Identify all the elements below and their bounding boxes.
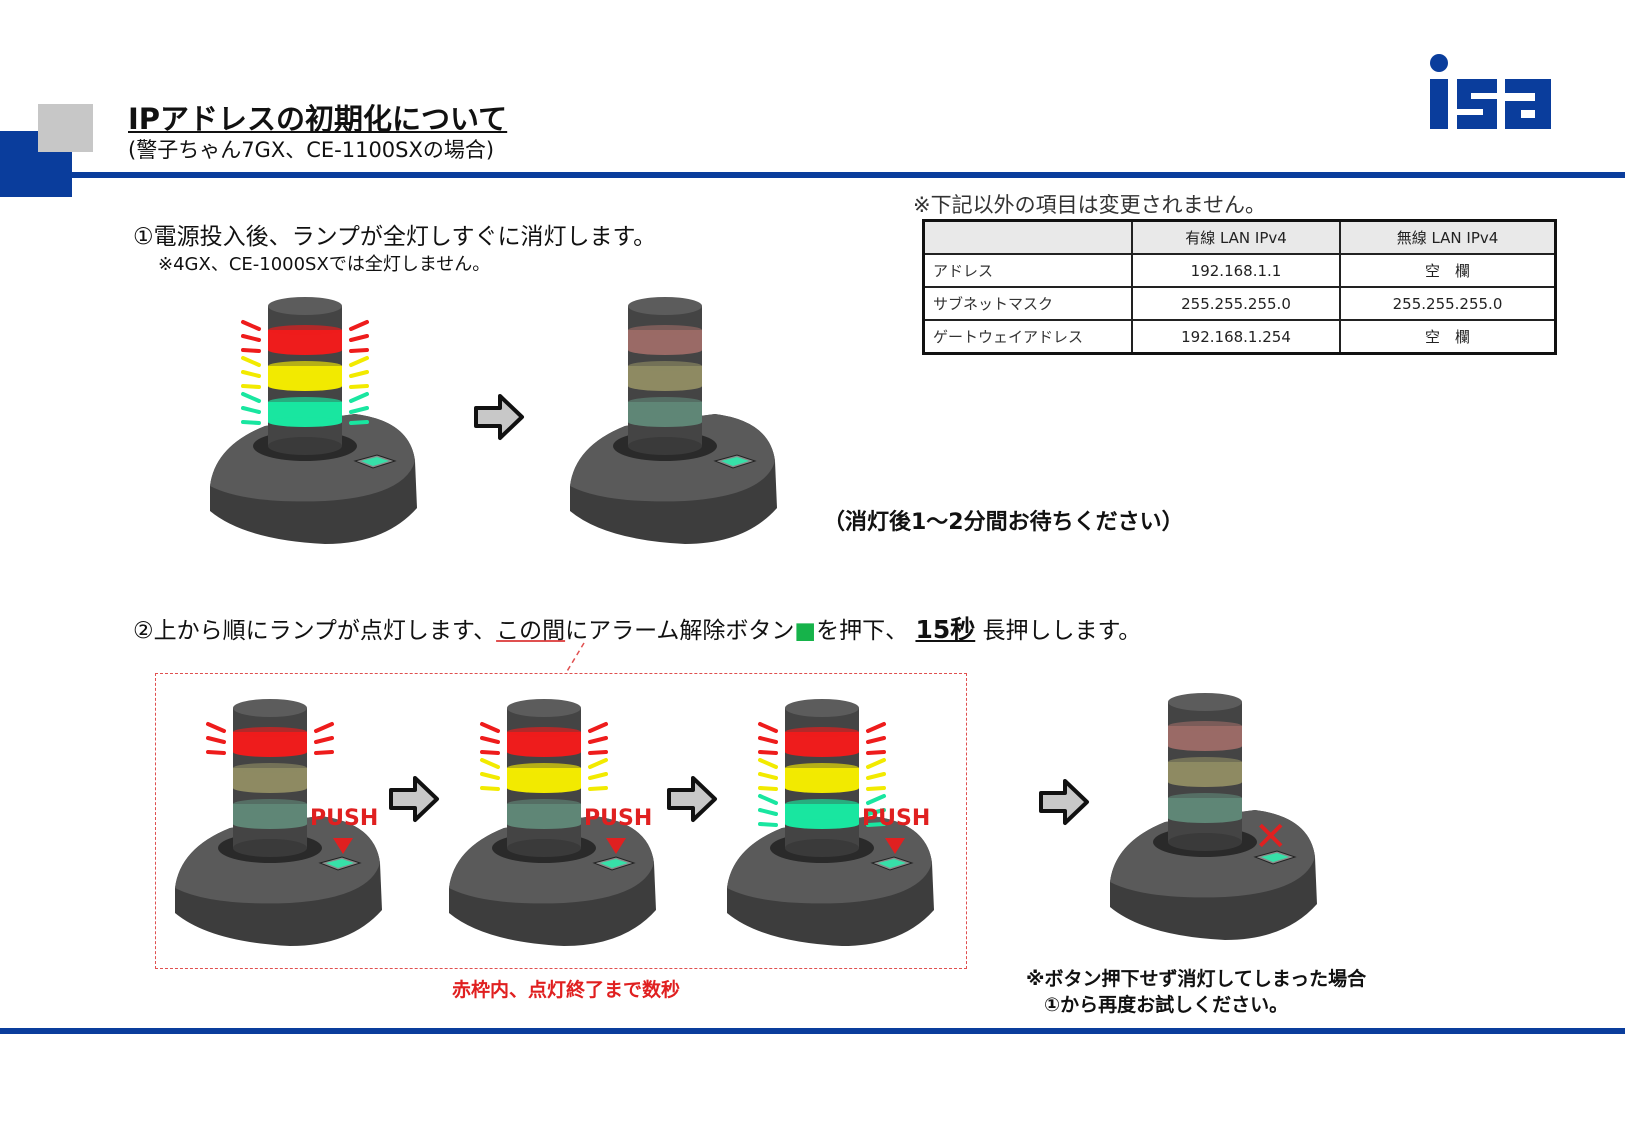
glow-icon	[241, 320, 369, 353]
step2-text: ②上から順にランプが点灯します、この間にアラーム解除ボタン■を押下、 15秒 長…	[133, 610, 1141, 646]
lamp-green-off	[628, 397, 702, 427]
table-cell: 192.168.1.254	[1131, 319, 1341, 355]
fail-note-line1: ※ボタン押下せず消灯してしまった場合	[1026, 968, 1367, 990]
glow-icon	[241, 356, 369, 389]
push-pointer-icon	[606, 838, 626, 854]
signal-tower-all-on	[210, 297, 417, 544]
arrow-right-icon	[474, 394, 524, 440]
lamp-yellow-on	[507, 763, 581, 793]
lamp-red-off	[1168, 721, 1242, 751]
glow-icon	[758, 758, 886, 791]
arrow-right-icon	[389, 776, 439, 822]
signal-tower-red-yellow-green	[727, 699, 934, 946]
green-square-icon: ■	[794, 618, 817, 644]
glow-icon	[480, 722, 608, 755]
isa-logo: isa	[1430, 54, 1551, 136]
push-pointer-icon	[885, 838, 905, 854]
logo-text: isa	[1495, 134, 1497, 136]
signal-tower-off-final	[1110, 693, 1317, 940]
step2-part2: にアラーム解除ボタン	[565, 618, 795, 644]
page-subtitle: (警子ちゃん7GX、CE-1100SXの場合)	[128, 138, 495, 162]
step2-part4: 長押しします。	[975, 618, 1142, 644]
red-box-caption: 赤枠内、点灯終了まで数秒	[452, 979, 681, 1001]
glow-icon	[758, 722, 886, 755]
lamp-red-on	[233, 727, 307, 757]
table-row: アドレス 192.168.1.1 空 欄	[922, 253, 1557, 288]
lamp-yellow-off	[233, 763, 307, 793]
header-gray-block	[38, 104, 93, 152]
red-dashed-box	[155, 673, 967, 969]
lamp-red-off	[628, 325, 702, 355]
lamp-green-off	[507, 799, 581, 829]
lamp-green-off	[1168, 793, 1242, 823]
table-cell: ゲートウェイアドレス	[922, 319, 1133, 355]
fail-note-line2: ①から再度お試しください。	[1044, 993, 1289, 1016]
push-pointer-icon	[333, 838, 353, 854]
header-rule	[72, 172, 1625, 178]
cross-icon: ✕	[1254, 814, 1288, 860]
table-cell: 空 欄	[1339, 319, 1557, 355]
page-title: IPアドレスの初期化について	[128, 102, 508, 136]
wait-note: （消灯後1～2分間お待ちください）	[823, 510, 1184, 535]
settings-table: 有線 LAN IPv4 無線 LAN IPv4 アドレス 192.168.1.1…	[922, 219, 1557, 355]
table-cell: 192.168.1.1	[1131, 253, 1341, 288]
table-cell: アドレス	[922, 253, 1133, 288]
arrow-right-icon	[667, 776, 717, 822]
lamp-green-off	[233, 799, 307, 829]
table-cell: サブネットマスク	[922, 286, 1133, 321]
table-cell: 255.255.255.0	[1131, 286, 1341, 321]
step2-seconds: 15秒	[915, 615, 976, 644]
push-label: PUSH	[584, 806, 653, 831]
table-header-row: 有線 LAN IPv4 無線 LAN IPv4	[922, 219, 1557, 255]
lamp-yellow-on	[785, 763, 859, 793]
lamp-red-on	[507, 727, 581, 757]
lamp-red-on	[268, 325, 342, 355]
table-cell: 空 欄	[1339, 253, 1557, 288]
signal-tower-red	[175, 699, 382, 946]
arrow-right-icon	[1039, 779, 1089, 825]
step2-part3: を押下、	[816, 618, 916, 644]
step2-part1: ②上から順にランプが点灯します、	[133, 618, 497, 644]
footer-rule	[0, 1028, 1625, 1034]
table-header-cell: 有線 LAN IPv4	[1131, 219, 1341, 255]
signal-tower-red-yellow	[449, 699, 656, 946]
glow-icon	[206, 722, 334, 755]
table-row: サブネットマスク 255.255.255.0 255.255.255.0	[922, 286, 1557, 321]
lamp-yellow-off	[1168, 757, 1242, 787]
lamp-green-on	[785, 799, 859, 829]
table-header-cell: 無線 LAN IPv4	[1339, 219, 1557, 255]
glow-icon	[758, 794, 886, 827]
callout-line	[565, 642, 585, 674]
glow-icon	[241, 392, 369, 425]
step2-emphasis: この間	[496, 618, 566, 644]
lamp-yellow-on	[268, 361, 342, 391]
table-row: ゲートウェイアドレス 192.168.1.254 空 欄	[922, 319, 1557, 355]
table-header-cell	[922, 219, 1133, 255]
push-label: PUSH	[310, 806, 379, 831]
push-label: PUSH	[862, 806, 931, 831]
step1-text: ①電源投入後、ランプが全灯しすぐに消灯します。	[133, 224, 657, 250]
lamp-green-on	[268, 397, 342, 427]
step1-note: ※4GX、CE-1000SXでは全灯しません。	[158, 254, 491, 275]
table-note: ※下記以外の項目は変更されません。	[913, 193, 1266, 217]
lamp-red-on	[785, 727, 859, 757]
table-cell: 255.255.255.0	[1339, 286, 1557, 321]
lamp-yellow-off	[628, 361, 702, 391]
fail-note: ※ボタン押下せず消灯してしまった場合 ①から再度お試しください。	[1026, 967, 1366, 1018]
glow-icon	[480, 758, 608, 791]
signal-tower-off	[570, 297, 777, 544]
